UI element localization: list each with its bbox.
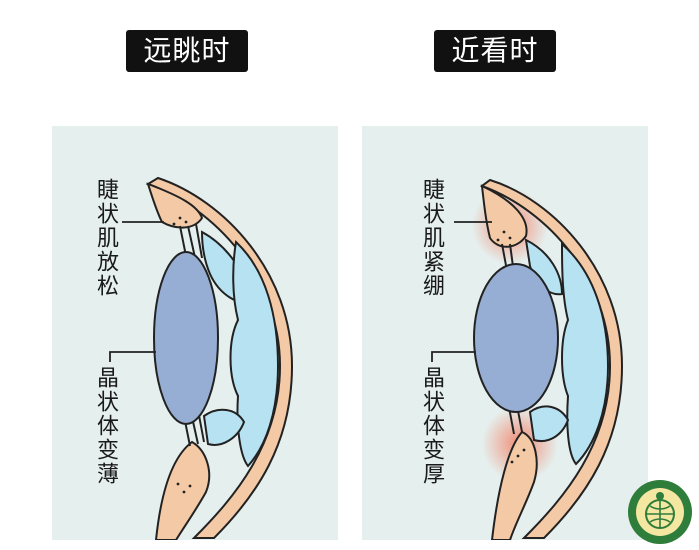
near-view-panel: 睫状肌紧绷 晶状体变厚 (362, 126, 648, 540)
organization-logo (626, 478, 694, 546)
label-lens-thinner: 晶状体变薄 (93, 366, 118, 486)
far-view-panel: 睫状肌放松 晶状体变薄 (52, 126, 338, 540)
lens-thin (153, 251, 219, 425)
aqueous-chamber-lower (202, 408, 246, 446)
label-lens-thicker: 晶状体变厚 (419, 366, 444, 486)
muscle-dots (172, 216, 192, 494)
near-view-eye-diagram (431, 178, 624, 540)
muscle-dots (496, 230, 526, 464)
ciliary-body-lower (154, 440, 211, 540)
far-view-eye-diagram (109, 176, 294, 540)
aqueous-chamber-front (229, 239, 280, 468)
lens-leader-line (431, 351, 476, 362)
lens-thick (473, 263, 559, 413)
aqueous-chamber-front (560, 241, 610, 466)
aqueous-chamber-lower (528, 405, 570, 442)
title-near-view: 近看时 (434, 30, 556, 72)
ciliary-body-upper (146, 182, 204, 229)
lens-leader-line (109, 351, 156, 362)
ciliary-body-lower (490, 430, 538, 540)
title-far-view: 远眺时 (126, 30, 248, 72)
label-ciliary-muscle-relaxed: 睫状肌放松 (93, 178, 118, 298)
label-ciliary-muscle-tense: 睫状肌紧绷 (419, 178, 444, 298)
